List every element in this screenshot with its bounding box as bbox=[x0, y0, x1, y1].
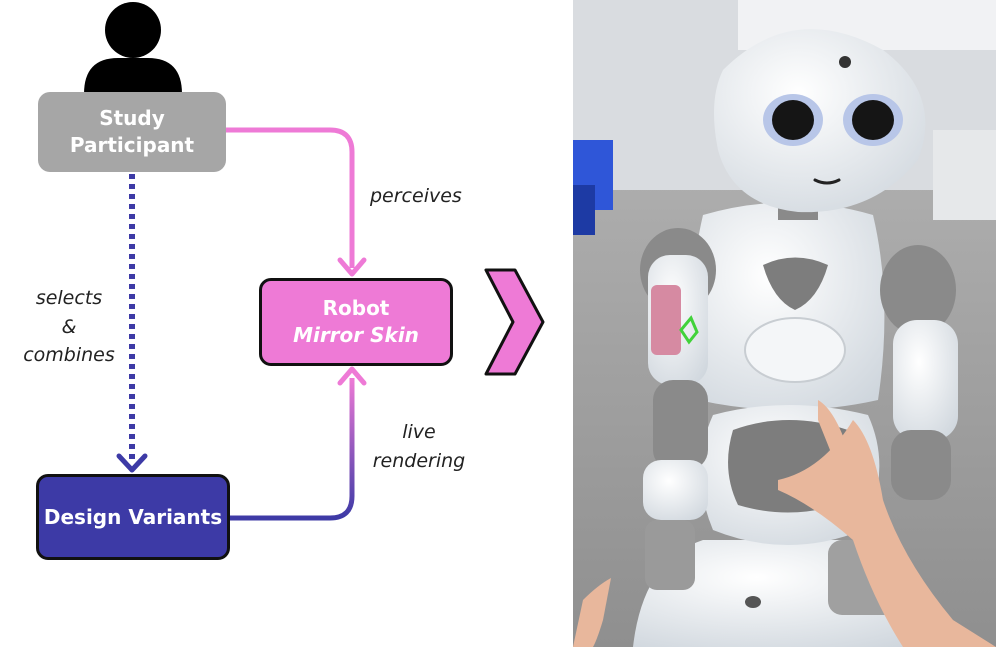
edge-live-arrowhead bbox=[337, 366, 367, 386]
robot-label: Robot bbox=[322, 296, 390, 320]
edge-label-combines: combines bbox=[23, 344, 115, 366]
study-participant-label-line2: Participant bbox=[69, 133, 195, 157]
person-icon bbox=[84, 2, 182, 94]
edge-label-perceives: perceives bbox=[370, 185, 462, 207]
edge-selects-arrowhead bbox=[116, 453, 148, 473]
study-participant-node: Study Participant bbox=[38, 92, 226, 172]
edge-perceives-line bbox=[226, 127, 355, 268]
edge-label-live-rendering: live rendering bbox=[364, 418, 474, 475]
edge-label-selects-combines: selects & combines bbox=[14, 284, 124, 370]
design-variants-label: Design Variants bbox=[43, 504, 223, 529]
edge-label-rendering: rendering bbox=[372, 449, 466, 472]
robot-mirror-skin-node: Robot Mirror Skin bbox=[259, 278, 453, 366]
vr-robot-scene-image bbox=[573, 0, 996, 647]
study-participant-label-line1: Study bbox=[99, 106, 165, 130]
edge-perceives-arrowhead bbox=[337, 257, 367, 277]
chevron-right-icon bbox=[484, 268, 545, 376]
edge-label-live: live bbox=[402, 421, 436, 443]
design-variants-node: Design Variants bbox=[36, 474, 230, 560]
edge-live-line bbox=[230, 378, 355, 521]
mirror-skin-label: Mirror Skin bbox=[293, 323, 419, 347]
edge-label-selects: selects bbox=[35, 287, 103, 309]
edge-label-ampersand: & bbox=[61, 315, 77, 338]
